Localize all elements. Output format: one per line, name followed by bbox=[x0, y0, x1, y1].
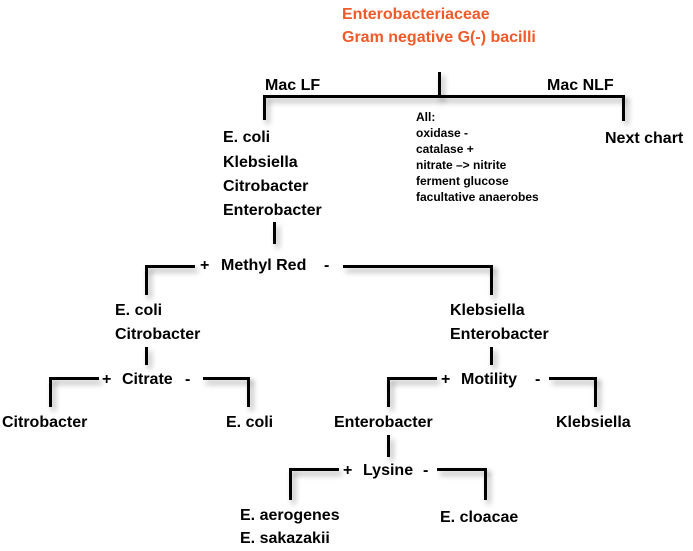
motility-neg-result: Klebsiella bbox=[556, 414, 631, 431]
connector-line bbox=[549, 377, 597, 380]
connector-line bbox=[289, 468, 339, 471]
citrate-label: Citrate bbox=[122, 371, 173, 388]
connector-line bbox=[145, 265, 148, 295]
motility-pos-result: Enterobacter bbox=[334, 414, 433, 431]
citrate-minus: - bbox=[185, 371, 191, 388]
lysine-plus: + bbox=[343, 462, 353, 479]
connector-line bbox=[49, 377, 99, 380]
citrate-neg-result: E. coli bbox=[226, 414, 274, 431]
lysine-pos-result: E. aerogenes bbox=[240, 507, 340, 524]
connector-line bbox=[387, 377, 437, 380]
title-gram: Gram negative G(-) bacilli bbox=[342, 29, 536, 46]
mr-pos-organism: Citrobacter bbox=[115, 326, 201, 343]
mac-lf-label: Mac LF bbox=[265, 77, 321, 94]
lysine-pos-result: E. sakazakii bbox=[240, 530, 330, 547]
all-item: oxidase - bbox=[416, 126, 469, 140]
citrate-plus: + bbox=[102, 371, 112, 388]
all-item: ferment glucose bbox=[416, 174, 509, 188]
all-item: facultative anaerobes bbox=[416, 190, 539, 204]
connector-line bbox=[437, 468, 487, 471]
mac-nlf-label: Mac NLF bbox=[547, 77, 614, 94]
connector-line bbox=[387, 435, 390, 457]
lysine-minus: - bbox=[423, 462, 429, 479]
connector-line bbox=[490, 265, 493, 295]
connector-line bbox=[49, 377, 52, 407]
connector-line bbox=[273, 222, 276, 244]
connector-line bbox=[247, 377, 250, 407]
lysine-label: Lysine bbox=[363, 462, 414, 479]
lysine-neg-result: E. cloacae bbox=[440, 509, 519, 526]
lf-organism: Enterobacter bbox=[223, 202, 322, 219]
connector-line bbox=[203, 377, 250, 380]
next-chart-label: Next chart bbox=[605, 130, 684, 147]
methyl-red-minus: - bbox=[324, 257, 330, 274]
motility-minus: - bbox=[535, 371, 541, 388]
all-heading: All: bbox=[416, 110, 436, 124]
motility-plus: + bbox=[441, 371, 451, 388]
lf-organism: Klebsiella bbox=[223, 154, 298, 171]
methyl-red-plus: + bbox=[200, 257, 210, 274]
connector-line bbox=[343, 265, 493, 268]
all-item: nitrate –> nitrite bbox=[416, 158, 507, 172]
lf-organism: E. coli bbox=[223, 129, 271, 146]
mr-neg-organism: Klebsiella bbox=[450, 302, 525, 319]
mr-pos-organism: E. coli bbox=[115, 302, 163, 319]
connector-line bbox=[490, 347, 493, 365]
connector-line bbox=[387, 377, 390, 407]
mr-neg-organism: Enterobacter bbox=[450, 326, 549, 343]
connector-line bbox=[438, 72, 441, 98]
connector-line bbox=[145, 347, 148, 365]
connector-line bbox=[263, 95, 625, 98]
motility-label: Motility bbox=[461, 371, 517, 388]
methyl-red-label: Methyl Red bbox=[221, 257, 307, 274]
connector-line bbox=[263, 95, 266, 120]
lf-organism: Citrobacter bbox=[223, 178, 309, 195]
connector-line bbox=[484, 468, 487, 500]
title-family: Enterobacteriaceae bbox=[342, 6, 490, 23]
connector-line bbox=[145, 265, 195, 268]
connector-line bbox=[594, 377, 597, 407]
connector-line bbox=[622, 95, 625, 121]
citrate-pos-result: Citrobacter bbox=[2, 414, 88, 431]
all-item: catalase + bbox=[416, 142, 474, 156]
connector-line bbox=[289, 468, 292, 500]
